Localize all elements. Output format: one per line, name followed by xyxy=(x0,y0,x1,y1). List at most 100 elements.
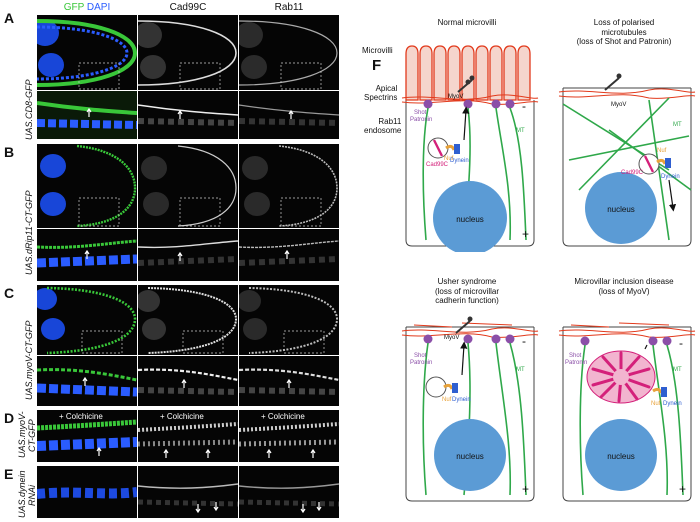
label-rab11-line2: endosome xyxy=(364,126,402,135)
diagram-title-polar-line1: Loss of polarised xyxy=(593,18,655,27)
diagram-title-polar-line2: microtubules xyxy=(601,27,647,37)
panel-letter-d: D xyxy=(4,410,15,426)
label-dynein-3: Dynein xyxy=(452,397,471,403)
label-mt-1: MT xyxy=(516,128,525,134)
header-gfp-dapi: GFP DAPI xyxy=(37,2,137,13)
panel-letter-b: B xyxy=(4,144,15,160)
panel-letter-f: F xyxy=(372,57,382,74)
label-nuf-2: Nuf xyxy=(657,148,667,154)
micrograph-c-cad99c-overview xyxy=(138,285,238,355)
micrograph-a-gfp-overview xyxy=(37,15,137,90)
header-rab11: Rab11 xyxy=(274,2,304,13)
label-myov-1: MyoV xyxy=(448,94,463,100)
label-nucleus-1: nucleus xyxy=(456,215,484,224)
colchicine-label-cad99c: + Colchicine xyxy=(160,412,204,421)
label-cad99c-2: Cad99C xyxy=(621,170,644,176)
diagram-title-mvid: Microvillar inclusion disease (loss of M… xyxy=(549,277,699,296)
label-shot-1: Shot xyxy=(414,110,427,116)
label-plus-4: + xyxy=(679,482,686,496)
diagram-loss-polarised-mt: nucleus MyoV MT Nuf Dynein Cad99C xyxy=(558,73,696,247)
micrograph-b-rab11-zoom xyxy=(239,229,339,281)
label-microvilli: Microvilli xyxy=(362,46,393,55)
label-cad99c-1: Cad99C xyxy=(426,162,449,168)
label-patronin-3: Patronin xyxy=(410,360,432,366)
micrograph-a-gfp-zoom xyxy=(37,91,137,139)
label-dynein-2: Dynein xyxy=(661,174,680,180)
header-gfp: GFP xyxy=(63,2,85,13)
row-label-d2: CT-GFP xyxy=(27,419,37,452)
micrograph-c-cad99c-zoom xyxy=(138,356,238,406)
micrograph-a-rab11-zoom xyxy=(239,91,339,139)
header-cad99c: Cad99C xyxy=(169,2,207,13)
colchicine-label-rab11: + Colchicine xyxy=(261,412,305,421)
panel-letter-c: C xyxy=(4,285,15,301)
diagram-title-mvid-line1: Microvillar inclusion disease xyxy=(574,277,674,286)
micrograph-a-rab11-overview xyxy=(239,15,339,90)
diagram-title-normal: Normal microvilli xyxy=(437,18,497,27)
label-apical-spectrins: Apical Spectrins xyxy=(364,84,397,102)
micrograph-c-gfp-zoom xyxy=(37,356,137,406)
label-shot-3: Shot xyxy=(414,353,427,359)
micrograph-b-cad99c-zoom xyxy=(138,229,238,281)
label-nuf-4: Nuf xyxy=(651,401,661,407)
diagram-title-usher-line2: (loss of microvillar xyxy=(434,286,499,296)
colchicine-label-gfp: + Colchicine xyxy=(59,412,103,421)
row-label-e2: RNAi xyxy=(27,484,37,506)
label-minus-1: - xyxy=(522,99,526,113)
diagram-normal-microvilli: nucleus Shot Patronin MyoV MT Nuf Dynein… xyxy=(401,45,539,252)
label-dynein-4: Dynein xyxy=(663,401,682,407)
diagram-title-polar: Loss of polarised microtubules (loss of … xyxy=(549,18,699,47)
label-apical-line2: Spectrins xyxy=(364,93,398,102)
micrograph-b-cad99c-overview xyxy=(138,144,238,228)
row-label-e1: UAS.dynein xyxy=(17,470,27,518)
micrograph-c-rab11-zoom xyxy=(239,356,339,406)
micrograph-e-rab11 xyxy=(239,466,339,518)
micrograph-c-gfp-overview xyxy=(37,285,137,355)
panel-letter-a: A xyxy=(4,10,15,26)
panel-letter-e: E xyxy=(4,466,14,482)
diagram-title-mvid-line2: (loss of MyoV) xyxy=(598,286,650,296)
micrograph-d-cad99c: + Colchicine xyxy=(138,410,238,462)
micrograph-b-gfp-overview xyxy=(37,144,137,228)
label-minus-3: - xyxy=(522,334,526,348)
label-nuf-3: Nuf xyxy=(442,397,452,403)
label-shot-4: Shot xyxy=(569,353,582,359)
label-plus-3: + xyxy=(522,482,529,496)
label-patronin-1: Patronin xyxy=(410,117,432,123)
diagram-title-polar-line3: (loss of Shot and Patronin) xyxy=(576,37,672,46)
header-dapi: DAPI xyxy=(86,2,111,13)
micrograph-b-gfp-zoom xyxy=(37,229,137,281)
row-label-c: UAS.myoV-CT-GFP xyxy=(24,320,34,400)
diagram-title-usher: Usher syndrome (loss of microvillar cadh… xyxy=(392,277,542,306)
micrograph-e-cad99c xyxy=(138,466,238,518)
diagram-usher-syndrome: nucleus Shot Patronin MyoV MT Nuf Dynein… xyxy=(401,316,539,502)
label-rab11-endosome: Rab11 endosome xyxy=(364,117,401,135)
diagram-title-usher-line1: Usher syndrome xyxy=(437,277,497,286)
label-nucleus-4: nucleus xyxy=(607,452,635,461)
label-dynein-1: Dynein xyxy=(450,158,469,164)
diagram-microvillar-inclusion: nucleus Shot Patronin MT Nuf Dynein - + xyxy=(558,322,696,502)
label-patronin-4: Patronin xyxy=(565,360,587,366)
label-nuf-1: Nuf xyxy=(444,156,454,162)
label-mt-4: MT xyxy=(673,367,682,373)
label-nucleus-2: nucleus xyxy=(607,205,635,214)
label-nucleus-3: nucleus xyxy=(456,452,484,461)
label-apical-line1: Apical xyxy=(375,84,398,93)
row-label-a: UAS.CD8-GFP xyxy=(24,79,34,140)
label-myov-2: MyoV xyxy=(611,102,626,108)
label-mt-3: MT xyxy=(516,367,525,373)
micrograph-a-cad99c-zoom xyxy=(138,91,238,139)
label-mt-2: MT xyxy=(673,122,682,128)
label-myov-3: MyoV xyxy=(444,335,459,341)
micrograph-d-rab11: + Colchicine xyxy=(239,410,339,462)
label-plus-1: + xyxy=(522,227,529,241)
row-label-b: UAS.dRip11-CT-GFP xyxy=(24,190,34,275)
label-rab11-line1: Rab11 xyxy=(378,117,402,126)
micrograph-d-gfp: + Colchicine xyxy=(37,410,137,462)
micrograph-b-rab11-overview xyxy=(239,144,339,228)
label-minus-4: - xyxy=(679,336,683,350)
row-label-d1: UAS.myoV- xyxy=(17,411,27,458)
micrograph-a-cad99c-overview xyxy=(138,15,238,90)
micrograph-e-dapi xyxy=(37,466,137,518)
micrograph-c-rab11-overview xyxy=(239,285,339,355)
